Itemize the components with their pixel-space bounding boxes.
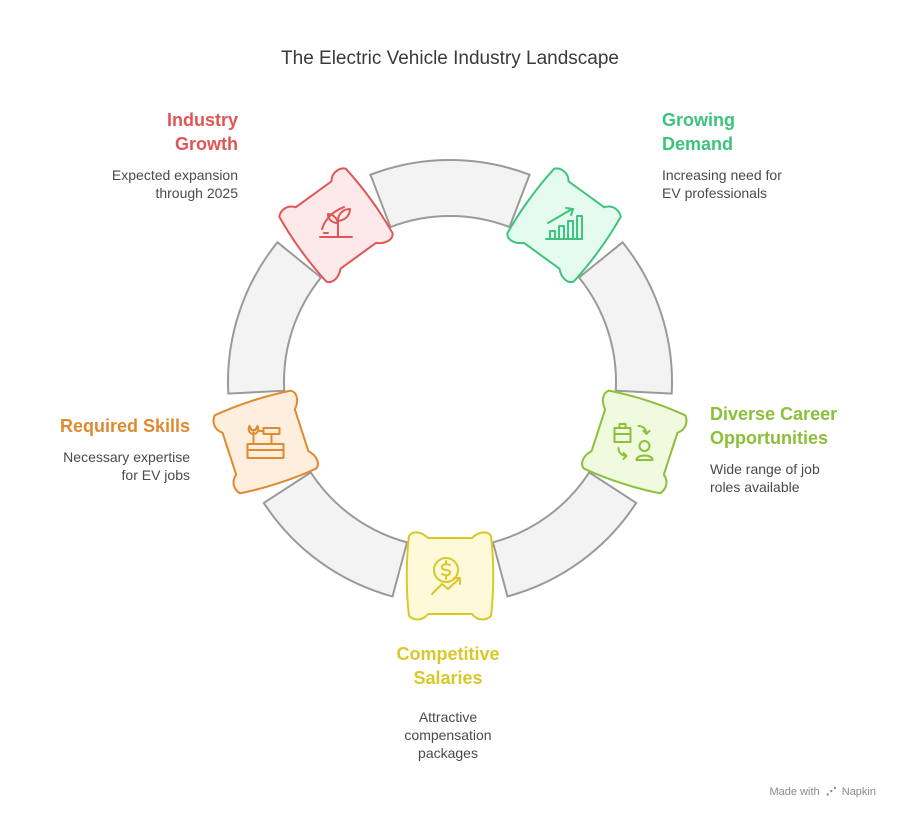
- description-line: packages: [418, 745, 478, 761]
- ring-segment: [369, 159, 531, 229]
- napkin-logo-icon: ⋰: [825, 786, 837, 798]
- career-switch-icon: [613, 422, 654, 461]
- description-line: Necessary expertise: [63, 449, 190, 465]
- heading-required-skills: Required Skills: [20, 414, 190, 438]
- description-line: roles available: [710, 479, 800, 495]
- heading-line: Growing: [662, 110, 735, 130]
- footer-brand: Napkin: [841, 786, 876, 798]
- ring-segment: [577, 240, 673, 395]
- heading-line: Opportunities: [710, 428, 828, 448]
- footer-prefix: Made with: [769, 786, 820, 798]
- heading-line: Competitive: [396, 644, 500, 664]
- heading-growing-demand: Growing Demand: [662, 108, 882, 156]
- heading-line: Salaries: [413, 668, 483, 688]
- description-line: Attractive: [418, 709, 478, 725]
- label-required-skills: Required Skills Necessary expertise for …: [20, 414, 190, 484]
- seedling-growth-icon: [318, 206, 353, 239]
- heading-competitive-salaries: Competitive Salaries: [330, 642, 566, 690]
- stage-badge-required-skills: [212, 389, 319, 495]
- heading-line: Demand: [662, 134, 734, 154]
- stage-badge-industry-growth: [278, 167, 394, 284]
- label-diverse-career: Diverse Career Opportunities Wide range …: [710, 402, 890, 496]
- description-line: Wide range of job: [710, 461, 820, 477]
- money-growth-icon: [431, 557, 461, 595]
- description-required-skills: Necessary expertise for EV jobs: [20, 448, 190, 484]
- heading-line: Industry: [166, 110, 238, 130]
- label-growing-demand: Growing Demand Increasing need for EV pr…: [662, 108, 882, 202]
- label-competitive-salaries: Competitive Salaries Attractive compensa…: [330, 642, 566, 762]
- description-line: compensation: [404, 727, 492, 743]
- toolbox-icon: [246, 424, 285, 459]
- page-title: The Electric Vehicle Industry Landscape: [281, 48, 619, 69]
- heading-industry-growth: Industry Growth: [40, 108, 238, 156]
- ring-segment: [227, 240, 323, 395]
- description-line: EV professionals: [662, 185, 768, 201]
- footer-credit: Made with ⋰ Napkin: [769, 785, 876, 798]
- description-industry-growth: Expected expansion through 2025: [40, 166, 238, 202]
- description-line: through 2025: [155, 185, 238, 201]
- heading-line: Diverse Career: [710, 404, 838, 424]
- description-competitive-salaries: Attractive compensation packages: [330, 708, 566, 762]
- description-line: for EV jobs: [121, 467, 190, 483]
- ring-segment: [262, 471, 409, 598]
- heading-line: Required Skills: [59, 416, 190, 436]
- description-line: Increasing need for: [662, 167, 782, 183]
- heading-diverse-career: Diverse Career Opportunities: [710, 402, 890, 450]
- ring-segment: [491, 471, 638, 598]
- description-line: Expected expansion: [111, 167, 238, 183]
- stage-badge-diverse-career: [581, 389, 688, 495]
- bar-chart-up-icon: [545, 207, 584, 241]
- label-industry-growth: Industry Growth Expected expansion throu…: [40, 108, 238, 202]
- stage-badge-competitive-salaries: [405, 531, 495, 621]
- heading-line: Growth: [175, 134, 238, 154]
- description-growing-demand: Increasing need for EV professionals: [662, 166, 882, 202]
- description-diverse-career: Wide range of job roles available: [710, 460, 890, 496]
